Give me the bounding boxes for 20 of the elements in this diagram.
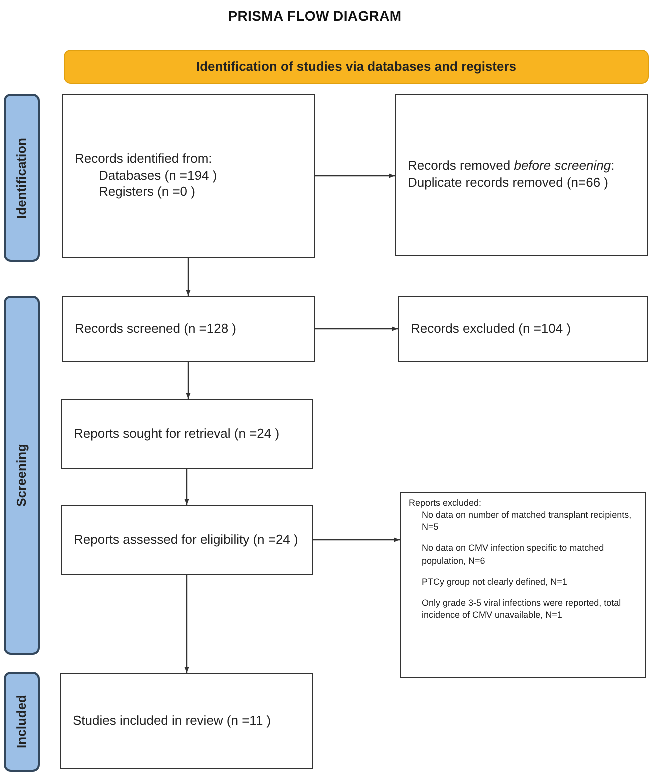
arrow [315,326,398,332]
stage-label-bar: Identification [4,94,40,262]
arrow [186,362,191,399]
arrow [315,174,395,178]
process-box: Records screened (n =128 ) [62,296,315,362]
process-box: Reports assessed for eligibility (n =24 ) [61,505,313,575]
arrow [184,575,190,673]
process-box: Records excluded (n =104 ) [398,296,648,362]
arrow [313,538,400,542]
phase-header-bar: Identification of studies via databases and registers [64,50,649,84]
stage-label-bar: Screening [4,296,40,655]
process-box: Studies included in review (n =11 ) [60,673,313,769]
process-box: Records identified from: Databases (n =194 ) Registers (n =0 ) [62,94,315,258]
arrow [186,258,191,296]
process-box: Reports sought for retrieval (n =24 ) [61,399,313,469]
stage-label-bar: Included [4,672,40,772]
process-box: Records removed before screening: Duplicate records removed (n=66 ) [395,94,648,256]
exclusion-box: Reports excluded: No data on number of matched transplant recipients, N=5 No data on CMV infection specific to matched population, N=6 PTCy group not clearly defined, N=1 Only grade 3-5 viral infections were reported, total incidence of CMV unavailable, N=1 [400,492,646,678]
diagram-title: PRISMA FLOW DIAGRAM [227,8,403,24]
arrow [184,469,190,505]
